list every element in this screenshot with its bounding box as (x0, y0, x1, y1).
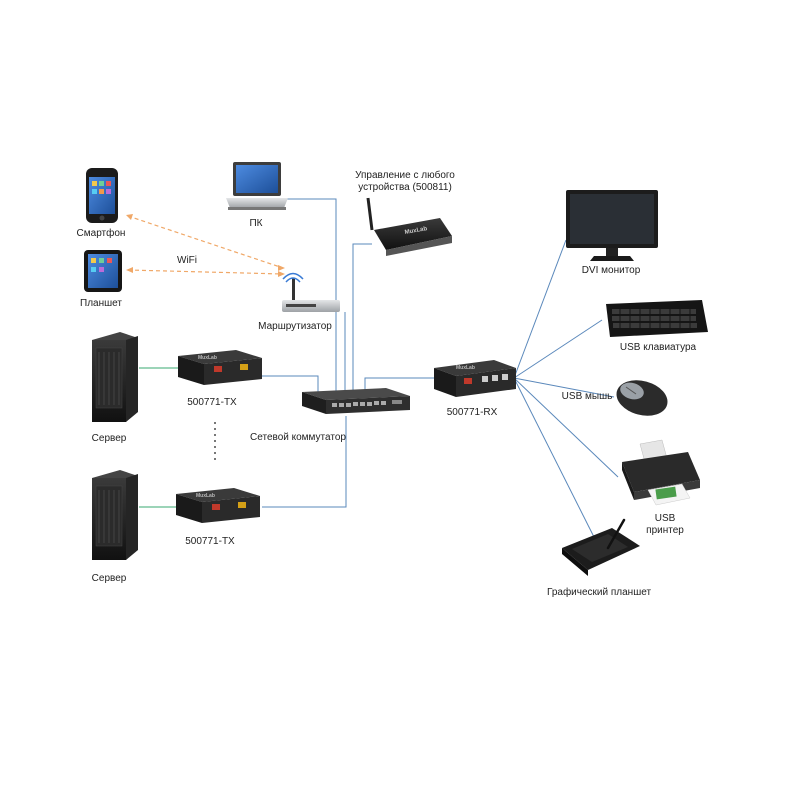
smartphone-icon (86, 168, 118, 223)
link-rx-monitor (513, 239, 567, 379)
tx1-label: 500771-TX (187, 397, 237, 408)
rx-label: 500771-RX (446, 407, 498, 418)
switch-label: Сетевой коммутатор (250, 432, 346, 443)
rx-logo: MuxLab (456, 365, 475, 371)
usb-printer-label: USB принтер (646, 513, 684, 536)
link-rx-keyboard (513, 319, 603, 379)
link-rx-tablet (513, 377, 597, 542)
dvi-monitor-label: DVI монитор (581, 265, 641, 276)
wifi-arrowheads (126, 214, 285, 277)
link-pc-switch (284, 198, 337, 392)
smartphone-label: Смартфон (76, 228, 126, 239)
transmitter-icon: MuxLab (178, 350, 262, 385)
keyboard-icon (606, 300, 708, 337)
control-label: Управление с любого устройства (500811) (355, 170, 455, 193)
server2-label: Сервер (91, 573, 127, 584)
usb-keyboard-label: USB клавиатура (619, 342, 697, 353)
wifi-link-tablet (127, 269, 284, 275)
printer-icon (622, 439, 700, 506)
graphics-tablet-icon (562, 518, 640, 576)
link-tx1-switch (262, 375, 319, 394)
router-icon (282, 272, 340, 312)
network-switch-icon (302, 388, 410, 414)
laptop-icon (226, 162, 288, 210)
tx2-label: 500771-TX (185, 536, 235, 547)
tx1-logo: MuxLab (198, 355, 217, 361)
link-control-switch (352, 243, 372, 392)
link-rx-printer (513, 377, 619, 478)
link-switch-rx (364, 377, 434, 392)
router-label: Маршрутизатор (258, 321, 332, 332)
wifi-links (127, 215, 284, 275)
usb-mouse-label: USB мышь (561, 391, 613, 402)
link-tx2-switch (262, 416, 347, 508)
tablet-icon (84, 250, 122, 292)
control-device-logo: MuxLab (404, 226, 428, 236)
graphics-tablet-label: Графический планшет (546, 587, 652, 598)
server-links (139, 367, 178, 508)
wifi-link-phone (127, 215, 284, 269)
connection-lines (262, 198, 619, 542)
transmitter-icon: MuxLab (176, 488, 260, 523)
link-rx-mouse (513, 377, 615, 398)
control-device-icon: MuxLab (366, 197, 452, 256)
server-icon (92, 470, 138, 560)
receiver-icon: MuxLab (434, 360, 516, 397)
server-icon (92, 332, 138, 422)
mouse-icon (616, 380, 668, 416)
pc-label: ПК (249, 218, 263, 229)
monitor-icon (566, 190, 658, 261)
wifi-label: WiFi (177, 255, 197, 266)
server1-label: Сервер (91, 433, 127, 444)
tx2-logo: MuxLab (196, 493, 215, 499)
tablet-label: Планшет (80, 298, 122, 309)
